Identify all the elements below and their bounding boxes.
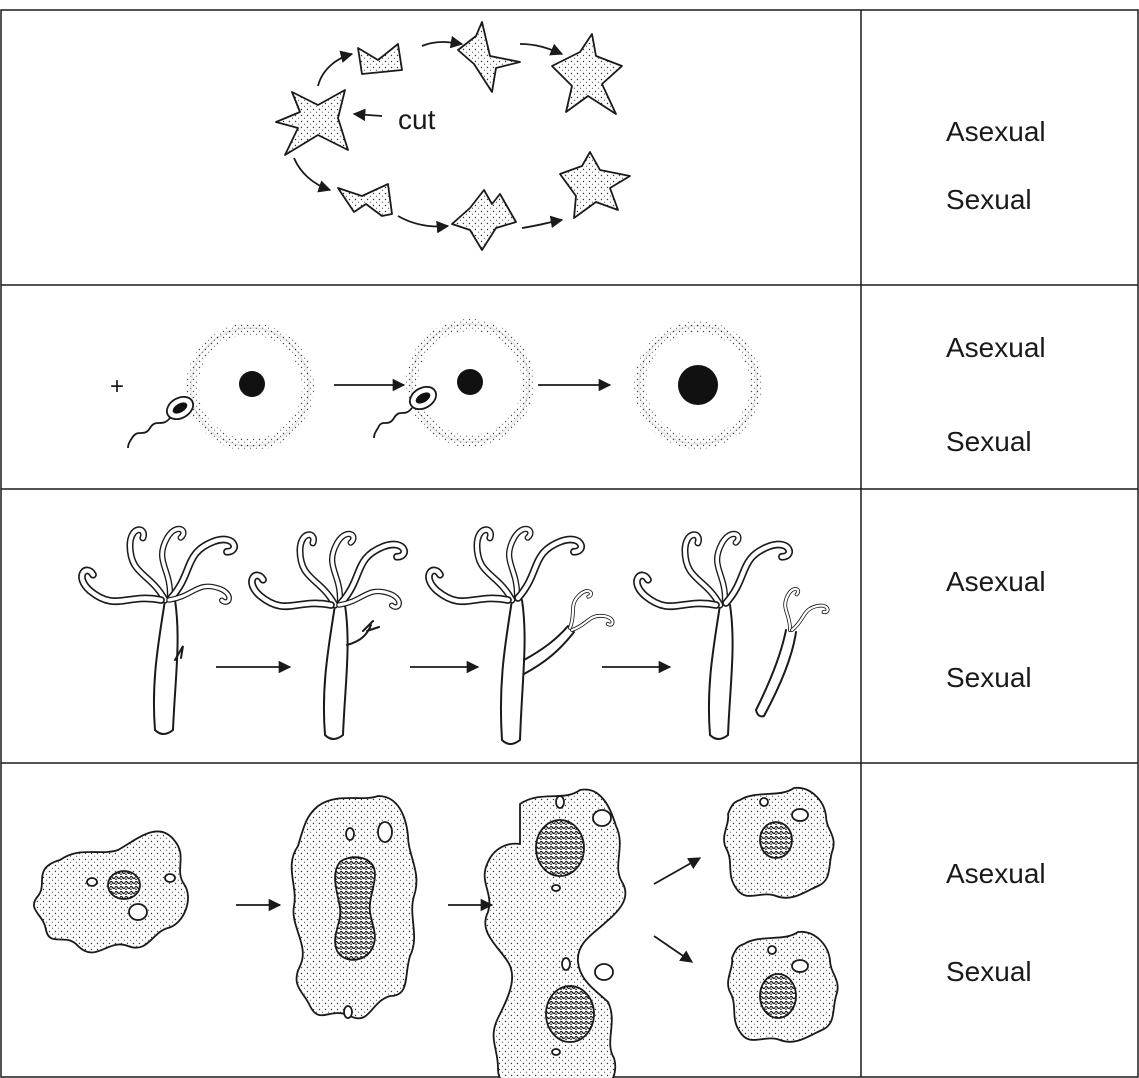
upper-starfish	[552, 34, 622, 114]
amoeba-3-bottom-nucleus	[546, 986, 594, 1042]
hydra-1	[77, 526, 242, 734]
egg-nucleus-1	[239, 371, 265, 397]
row-3-option-asexual[interactable]: Asexual	[946, 568, 1046, 596]
upper-fragment-2	[458, 22, 520, 92]
row-2-option-sexual[interactable]: Sexual	[946, 428, 1032, 456]
cut-starfish	[276, 90, 348, 155]
detached-bud	[756, 587, 830, 716]
amoeba-3-top-nucleus	[536, 820, 584, 876]
egg-nucleus-2	[457, 369, 483, 395]
upper-fragment-1	[358, 44, 402, 74]
starfish-regeneration-diagram	[276, 22, 630, 250]
hydra-3	[424, 526, 613, 744]
row-2-option-asexual[interactable]: Asexual	[946, 334, 1046, 362]
lower-starfish	[560, 152, 630, 218]
amoeba-1-nucleus	[108, 871, 140, 899]
row-3-option-sexual[interactable]: Sexual	[946, 664, 1032, 692]
hydra-4	[632, 531, 797, 739]
hydra-budding-diagram	[77, 526, 831, 744]
amoeba-fission-diagram	[34, 788, 838, 1078]
row-1-option-asexual[interactable]: Asexual	[946, 118, 1046, 146]
row-4-option-asexual[interactable]: Asexual	[946, 860, 1046, 888]
amoeba-5-nucleus	[760, 974, 796, 1018]
zygote-nucleus	[678, 365, 718, 405]
hydra-2	[247, 531, 412, 739]
row-1-option-sexual[interactable]: Sexual	[946, 186, 1032, 214]
plus-sign: +	[110, 375, 124, 399]
amoeba-4-nucleus	[760, 822, 792, 858]
sperm-tail-2	[374, 408, 412, 438]
lower-fragment-2	[452, 190, 516, 250]
lower-fragment-1	[338, 184, 392, 216]
sperm-tail-1	[128, 418, 170, 448]
cut-label: cut	[398, 106, 435, 134]
amoeba-2-nucleus	[335, 857, 375, 960]
fertilisation-diagram	[128, 324, 757, 448]
row-4-option-sexual[interactable]: Sexual	[946, 958, 1032, 986]
